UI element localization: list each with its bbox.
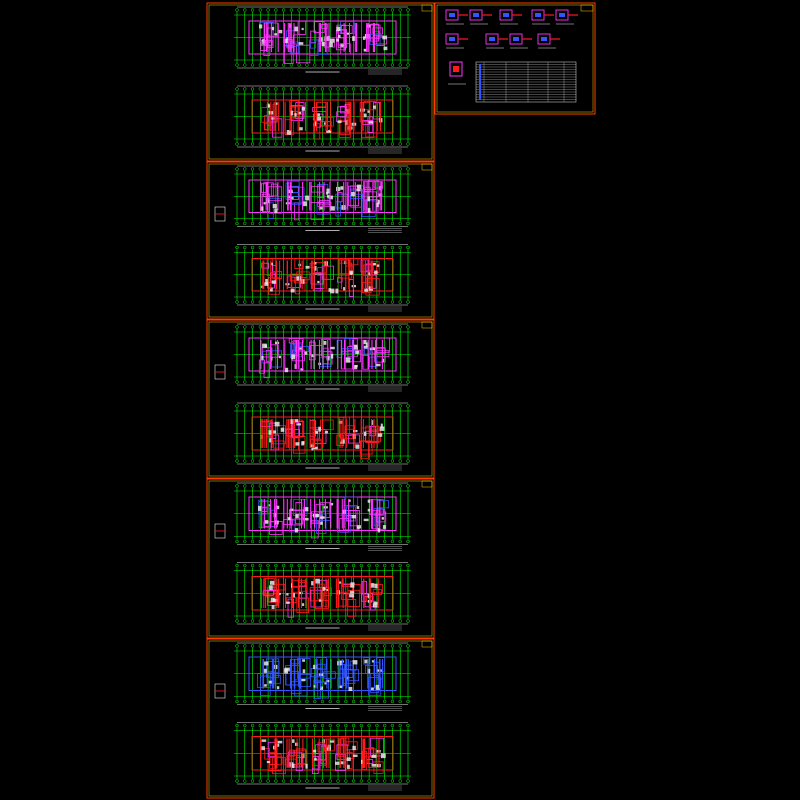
title-block (580, 4, 594, 12)
floor-plan (234, 402, 411, 471)
title-block (421, 163, 433, 171)
title-block (421, 4, 433, 12)
floor-plan (234, 6, 411, 75)
floor-plan (234, 482, 411, 551)
sheet-frame (206, 161, 435, 320)
schedule-table (475, 61, 577, 103)
title-block (421, 640, 433, 648)
title-block (421, 321, 433, 329)
drawing-sheet (206, 638, 435, 799)
section-detail (469, 9, 492, 25)
section-detail (499, 9, 522, 25)
drawing-sheet (206, 2, 435, 162)
floor-plan (234, 722, 411, 791)
section-detail (448, 61, 466, 85)
drawing-sheet (206, 319, 435, 479)
section-detail (555, 9, 578, 25)
key-plan (214, 683, 226, 699)
section-detail (531, 9, 554, 25)
section-detail (537, 33, 560, 49)
section-detail (485, 33, 508, 49)
floor-plan (234, 244, 411, 312)
drawing-sheet (206, 161, 435, 320)
drawing-sheet (206, 478, 435, 639)
title-block (421, 480, 433, 488)
floor-plan (234, 85, 411, 154)
key-plan (214, 523, 226, 539)
section-detail (445, 33, 468, 49)
floor-plan (234, 323, 411, 392)
sheet-frame (206, 478, 435, 639)
detail-sheet (434, 2, 596, 115)
floor-plan (234, 165, 411, 233)
floor-plan (234, 642, 411, 711)
sheet-frame (206, 319, 435, 479)
sheet-frame (434, 2, 596, 115)
section-detail (509, 33, 532, 49)
key-plan (214, 206, 226, 222)
floor-plan (234, 562, 411, 631)
sheet-frame (206, 2, 435, 162)
sheet-frame (206, 638, 435, 799)
key-plan (214, 364, 226, 380)
section-detail (445, 9, 468, 25)
